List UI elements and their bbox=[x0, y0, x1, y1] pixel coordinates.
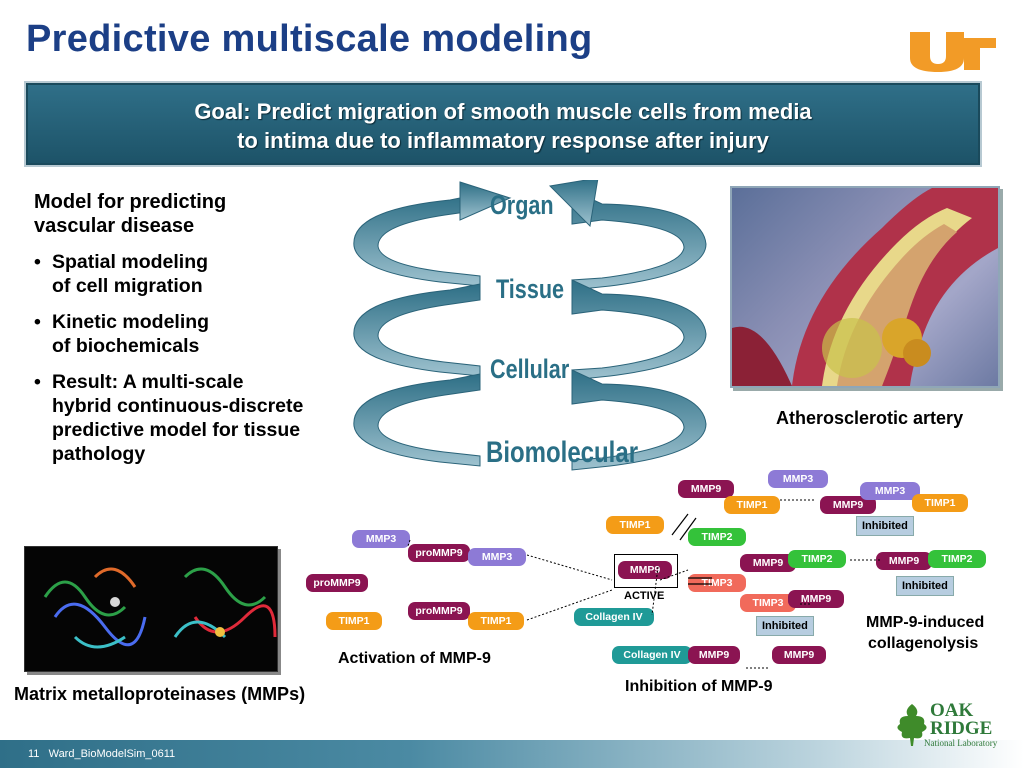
bullet-item: • Spatial modeling of cell migration bbox=[34, 250, 354, 298]
arrowhead bbox=[548, 180, 599, 228]
ornl-line-3: National Laboratory bbox=[924, 738, 998, 748]
model-heading-line-1: Model for predicting bbox=[34, 191, 227, 213]
multiscale-spiral bbox=[353, 180, 707, 471]
mmp9-node: MMP9 bbox=[876, 552, 932, 570]
spiral-arrow-right bbox=[571, 189, 707, 291]
bullet-item: • Kinetic modeling of biochemicals bbox=[34, 310, 354, 358]
mmp3-node: MMP3 bbox=[860, 482, 920, 500]
collagenolysis-caption-2: collagenolysis bbox=[868, 635, 979, 652]
mmp3-node: MMP3 bbox=[468, 548, 526, 566]
bullet-text: pathology bbox=[52, 443, 146, 465]
page-title: Predictive multiscale modeling bbox=[26, 18, 593, 60]
mmp9-node: MMP9 bbox=[678, 480, 734, 498]
ut-logo bbox=[910, 32, 996, 72]
mmp9-node: MMP9 bbox=[740, 554, 796, 572]
mmp-caption: Matrix metalloproteinases (MMPs) bbox=[14, 684, 306, 704]
timp1-node: TIMP1 bbox=[724, 496, 780, 514]
reaction-arrows bbox=[407, 499, 880, 669]
arrowhead bbox=[459, 181, 512, 221]
scale-label-organ: Organ bbox=[490, 190, 554, 220]
timp2-node: TIMP2 bbox=[688, 528, 746, 546]
inhibited-label: Inhibited bbox=[756, 616, 814, 636]
timp3-node: TIMP3 bbox=[740, 594, 796, 612]
collagenolysis-caption-1: MMP-9-induced bbox=[866, 614, 985, 631]
artery-caption: Atherosclerotic artery bbox=[776, 408, 964, 428]
timp1-node: TIMP1 bbox=[912, 494, 968, 512]
goal-line-2: to intima due to inflammatory response a… bbox=[237, 128, 769, 153]
mmp9-active-node: MMP9 bbox=[618, 561, 672, 579]
bullet-text: Kinetic modeling bbox=[52, 311, 210, 333]
timp2-node: TIMP2 bbox=[928, 550, 986, 568]
model-heading: Model for predicting vascular disease bbox=[34, 190, 354, 238]
bullet-text: Result: A multi-scale bbox=[52, 371, 244, 393]
bullet-text: of biochemicals bbox=[52, 335, 200, 357]
spiral-arrow-left bbox=[353, 283, 481, 377]
footer-label: 11 Ward_BioModelSim_0611 bbox=[28, 748, 175, 760]
scale-label-cellular: Cellular bbox=[490, 354, 570, 384]
oak-leaf-icon bbox=[897, 704, 927, 746]
bullet-text: Spatial modeling bbox=[52, 251, 209, 273]
mmp3-node: MMP3 bbox=[768, 470, 828, 488]
timp1-node: TIMP1 bbox=[606, 516, 664, 534]
prommp9-node: proMMP9 bbox=[408, 544, 470, 562]
protein-structure-graphic bbox=[43, 567, 277, 649]
ornl-logo: OAK RIDGE National Laboratory bbox=[894, 700, 1006, 748]
ornl-line-1: OAK bbox=[930, 700, 974, 721]
mmp9-node: MMP9 bbox=[688, 646, 740, 664]
spiral-arrow-right bbox=[571, 279, 707, 381]
prommp9-node: proMMP9 bbox=[408, 602, 470, 620]
collagen-node: Collagen IV bbox=[612, 646, 692, 664]
timp1-node: TIMP1 bbox=[468, 612, 524, 630]
footer-text: Ward_BioModelSim_0611 bbox=[48, 748, 176, 760]
model-description: Model for predicting vascular disease • … bbox=[34, 190, 354, 478]
bullet-item: • Result: A multi-scale hybrid continuou… bbox=[34, 370, 354, 466]
inhibition-caption: Inhibition of MMP-9 bbox=[625, 678, 773, 695]
footer-bar bbox=[0, 740, 1024, 768]
collagen-node: Collagen IV bbox=[574, 608, 654, 626]
model-heading-line-2: vascular disease bbox=[34, 215, 195, 237]
timp2-node: TIMP2 bbox=[788, 550, 846, 568]
inhibited-label: Inhibited bbox=[856, 516, 914, 536]
artery-graphic bbox=[732, 188, 998, 386]
mmp9-node: MMP9 bbox=[772, 646, 826, 664]
prommp9-node: proMMP9 bbox=[306, 574, 368, 592]
spiral-arrow-left bbox=[353, 193, 481, 287]
timp1-node: TIMP1 bbox=[326, 612, 382, 630]
spiral-arrow-left bbox=[353, 373, 481, 467]
bullet-text: hybrid continuous-discrete bbox=[52, 395, 304, 417]
goal-line-1: Goal: Predict migration of smooth muscle… bbox=[194, 99, 812, 124]
bullet-text: predictive model for tissue bbox=[52, 419, 301, 441]
mmp3-node: MMP3 bbox=[352, 530, 410, 548]
inhibited-label: Inhibited bbox=[896, 576, 954, 596]
artery-illustration bbox=[730, 186, 1000, 388]
mmp-structure-image bbox=[24, 546, 278, 672]
bullet-list: • Spatial modeling of cell migration • K… bbox=[34, 250, 354, 466]
mmp9-node: MMP9 bbox=[820, 496, 876, 514]
scale-label-tissue: Tissue bbox=[496, 274, 565, 304]
ornl-line-2: RIDGE bbox=[930, 718, 993, 739]
activation-caption: Activation of MMP-9 bbox=[338, 650, 491, 667]
goal-banner: Goal: Predict migration of smooth muscle… bbox=[26, 83, 980, 165]
slide-number: 11 bbox=[28, 748, 40, 760]
spiral-arrow-right bbox=[571, 369, 707, 471]
bullet-text: of cell migration bbox=[52, 275, 203, 297]
scale-label-biomolecular: Biomolecular bbox=[486, 436, 639, 469]
